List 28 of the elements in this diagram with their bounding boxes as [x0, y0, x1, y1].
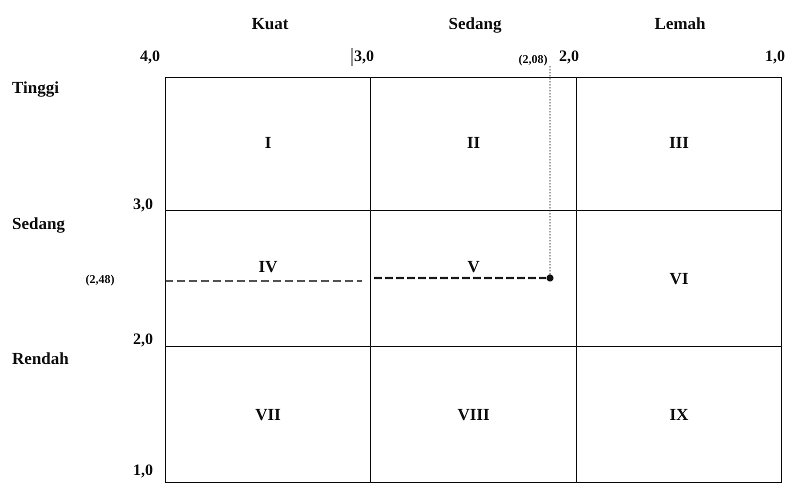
quadrant-number: IV	[258, 257, 278, 277]
quadrant-number: V	[466, 257, 481, 277]
axis-tick-label: 3,0	[133, 196, 153, 214]
row-heading: Sedang	[12, 214, 65, 234]
axis-tick-label: 2,0	[559, 48, 579, 66]
coordinate-label: (2,08)	[518, 52, 548, 67]
matrix-cell	[576, 346, 782, 483]
axis-tick-label: 4,0	[140, 48, 160, 66]
quadrant-number: VII	[254, 405, 282, 425]
coordinate-label: (2,48)	[86, 272, 114, 287]
quadrant-number: I	[264, 133, 272, 153]
matrix-cell	[576, 77, 782, 211]
row-heading: Tinggi	[12, 78, 59, 98]
axis-tick-label: 1,0	[133, 462, 153, 480]
row-heading: Rendah	[12, 349, 69, 369]
quadrant-number: III	[668, 133, 690, 153]
quadrant-number: VI	[668, 269, 690, 289]
quadrant-number: II	[466, 133, 482, 153]
matrix-cell	[165, 346, 371, 483]
axis-tick-label: 1,0	[765, 48, 785, 66]
matrix-cell	[165, 77, 371, 211]
quadrant-number: IX	[668, 405, 690, 425]
column-heading: Kuat	[252, 14, 288, 34]
axis-tick-label: 2,0	[133, 331, 153, 349]
column-heading: Lemah	[654, 14, 706, 34]
quadrant-number: VIII	[456, 405, 491, 425]
column-heading: Sedang	[448, 14, 502, 34]
axis-tick-label: 3,0	[354, 48, 374, 66]
